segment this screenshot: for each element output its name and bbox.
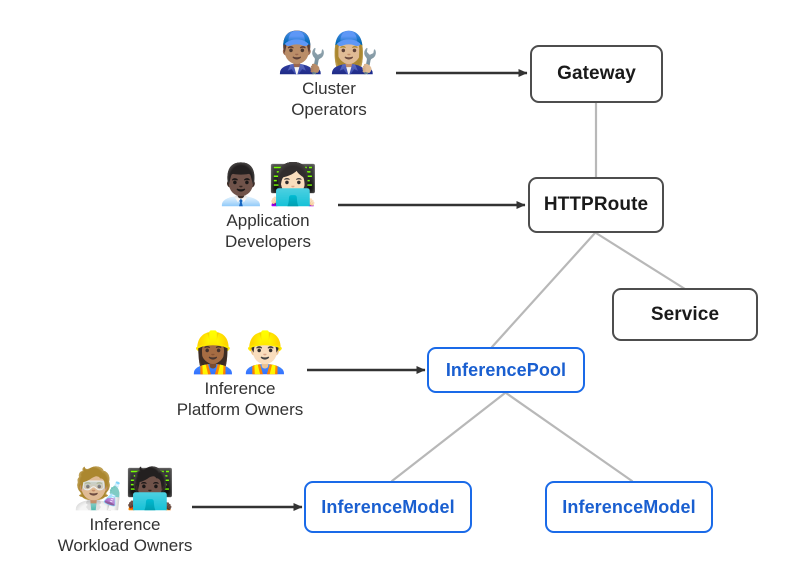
persona-cluster-operators: 👨🏽‍🔧👩🏼‍🔧 Cluster Operators (229, 30, 429, 120)
inference-platform-owners-label: Inference Platform Owners (176, 379, 304, 419)
inference-workload-owners-label: Inference Workload Owners (57, 515, 193, 555)
edge-inferencepool-inferencemodel-left (390, 391, 507, 483)
node-httproute[interactable]: HTTPRoute (528, 177, 664, 233)
persona-inference-platform-owners: 👷🏾‍♀️👷🏻‍♂️ Inference Platform Owners (140, 330, 340, 420)
inference-platform-owners-emoji: 👷🏾‍♀️👷🏻‍♂️ (188, 330, 292, 376)
edge-httproute-service (594, 231, 687, 291)
application-developers-emoji: 👨🏿‍💼👩🏻‍💻 (216, 162, 320, 208)
persona-inference-workload-owners: 🧑🏼‍🔬🧑🏿‍💻 Inference Workload Owners (25, 466, 225, 556)
node-inferencemodel-right[interactable]: InferenceModel (545, 481, 713, 533)
application-developers-label: Application Developers (225, 211, 311, 251)
edge-httproute-inferencepool (490, 231, 597, 349)
persona-application-developers: 👨🏿‍💼👩🏻‍💻 Application Developers (168, 162, 368, 252)
cluster-operators-emoji: 👨🏽‍🔧👩🏼‍🔧 (277, 30, 381, 76)
node-inferencemodel-left[interactable]: InferenceModel (304, 481, 472, 533)
node-service[interactable]: Service (612, 288, 758, 341)
node-inferencepool[interactable]: InferencePool (427, 347, 585, 393)
inference-workload-owners-emoji: 🧑🏼‍🔬🧑🏿‍💻 (73, 466, 177, 512)
edge-inferencepool-inferencemodel-right (504, 391, 634, 483)
cluster-operators-label: Cluster Operators (291, 79, 367, 119)
node-gateway[interactable]: Gateway (530, 45, 663, 103)
